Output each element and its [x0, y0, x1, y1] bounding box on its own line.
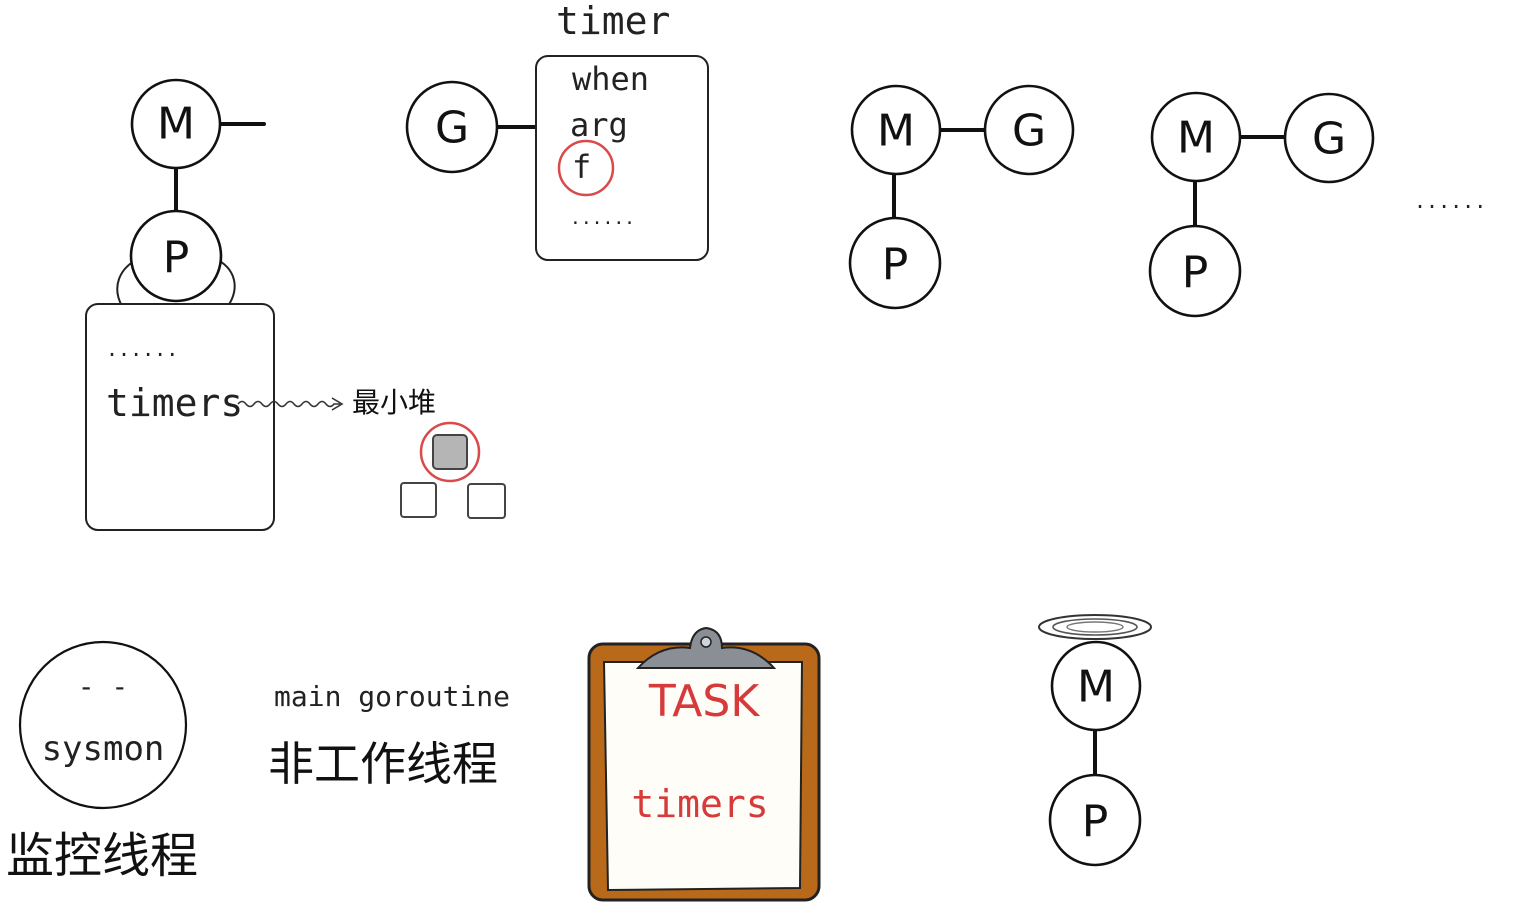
timer-field-arg: arg	[570, 106, 628, 144]
m-node	[1150, 91, 1242, 183]
mgp-group-1: M G P	[848, 84, 1075, 310]
p-node-label: P	[1082, 797, 1109, 848]
p-node-label: P	[163, 233, 190, 284]
m-node-label: M	[877, 106, 915, 157]
g-node-label: G	[1012, 106, 1046, 157]
g-node	[405, 80, 499, 174]
heap-root-node	[432, 434, 468, 470]
g-with-timer: G timer when arg f ......	[405, 0, 709, 261]
g-node	[983, 84, 1075, 176]
halo-mp: M P	[1038, 614, 1152, 867]
halo-core	[1066, 621, 1124, 633]
timer-field-when: when	[572, 60, 649, 98]
p-node-label: P	[1182, 248, 1209, 299]
sysmon-face: - -	[78, 670, 129, 703]
main-goroutine-label: main goroutine	[274, 680, 510, 713]
p-node	[848, 216, 942, 310]
clipboard-item: timers	[631, 782, 768, 826]
halo-icon	[1038, 614, 1152, 640]
m-node-label: M	[1077, 662, 1115, 713]
more-ellipsis: ......	[1414, 189, 1486, 213]
sysmon-caption: 监控线程	[6, 828, 198, 884]
g-node-label: G	[1312, 114, 1346, 165]
halo-inner	[1052, 618, 1138, 636]
heap-right-child	[467, 483, 506, 519]
m-node	[130, 78, 222, 170]
m-node	[850, 84, 942, 176]
g-node	[1283, 92, 1375, 184]
arrow-head	[331, 397, 344, 411]
timer-struct-box	[535, 55, 709, 261]
timer-title: timer	[556, 0, 670, 43]
p-struct-ellipsis: ......	[106, 337, 178, 361]
g-node-label: G	[435, 103, 469, 154]
min-heap-label: 最小堆	[352, 386, 436, 419]
clip-hole-icon	[700, 636, 712, 648]
main-goroutine-caption: 非工作线程	[268, 737, 498, 791]
mgp-group-2: M G P	[1148, 91, 1375, 318]
main-goroutine: main goroutine 非工作线程	[268, 680, 510, 791]
p-node	[1048, 773, 1142, 867]
clipboard-title: TASK	[648, 676, 760, 727]
squiggle-arrow	[237, 400, 340, 408]
mp-with-timers: M P ...... timers 最小堆	[85, 78, 436, 531]
p-node	[129, 209, 223, 303]
m-node-label: M	[1177, 113, 1215, 164]
sysmon-circle	[18, 640, 188, 810]
p-node-label: P	[882, 240, 909, 291]
m-node	[1050, 640, 1142, 732]
m-node-label: M	[157, 99, 195, 150]
timer-field-ellipsis: ......	[570, 208, 635, 229]
p-node	[1148, 224, 1242, 318]
sysmon-label: sysmon	[42, 729, 165, 769]
f-highlight-circle	[557, 139, 615, 197]
min-heap	[400, 421, 506, 519]
sysmon: - - sysmon 监控线程	[6, 640, 198, 884]
heap-left-child	[400, 482, 437, 518]
timer-field-f: f	[572, 148, 591, 186]
clipboard-clip	[635, 626, 777, 669]
task-clipboard: TASK timers	[587, 626, 821, 902]
p-struct-timers-field: timers	[106, 381, 243, 425]
p-struct-box	[85, 303, 275, 531]
